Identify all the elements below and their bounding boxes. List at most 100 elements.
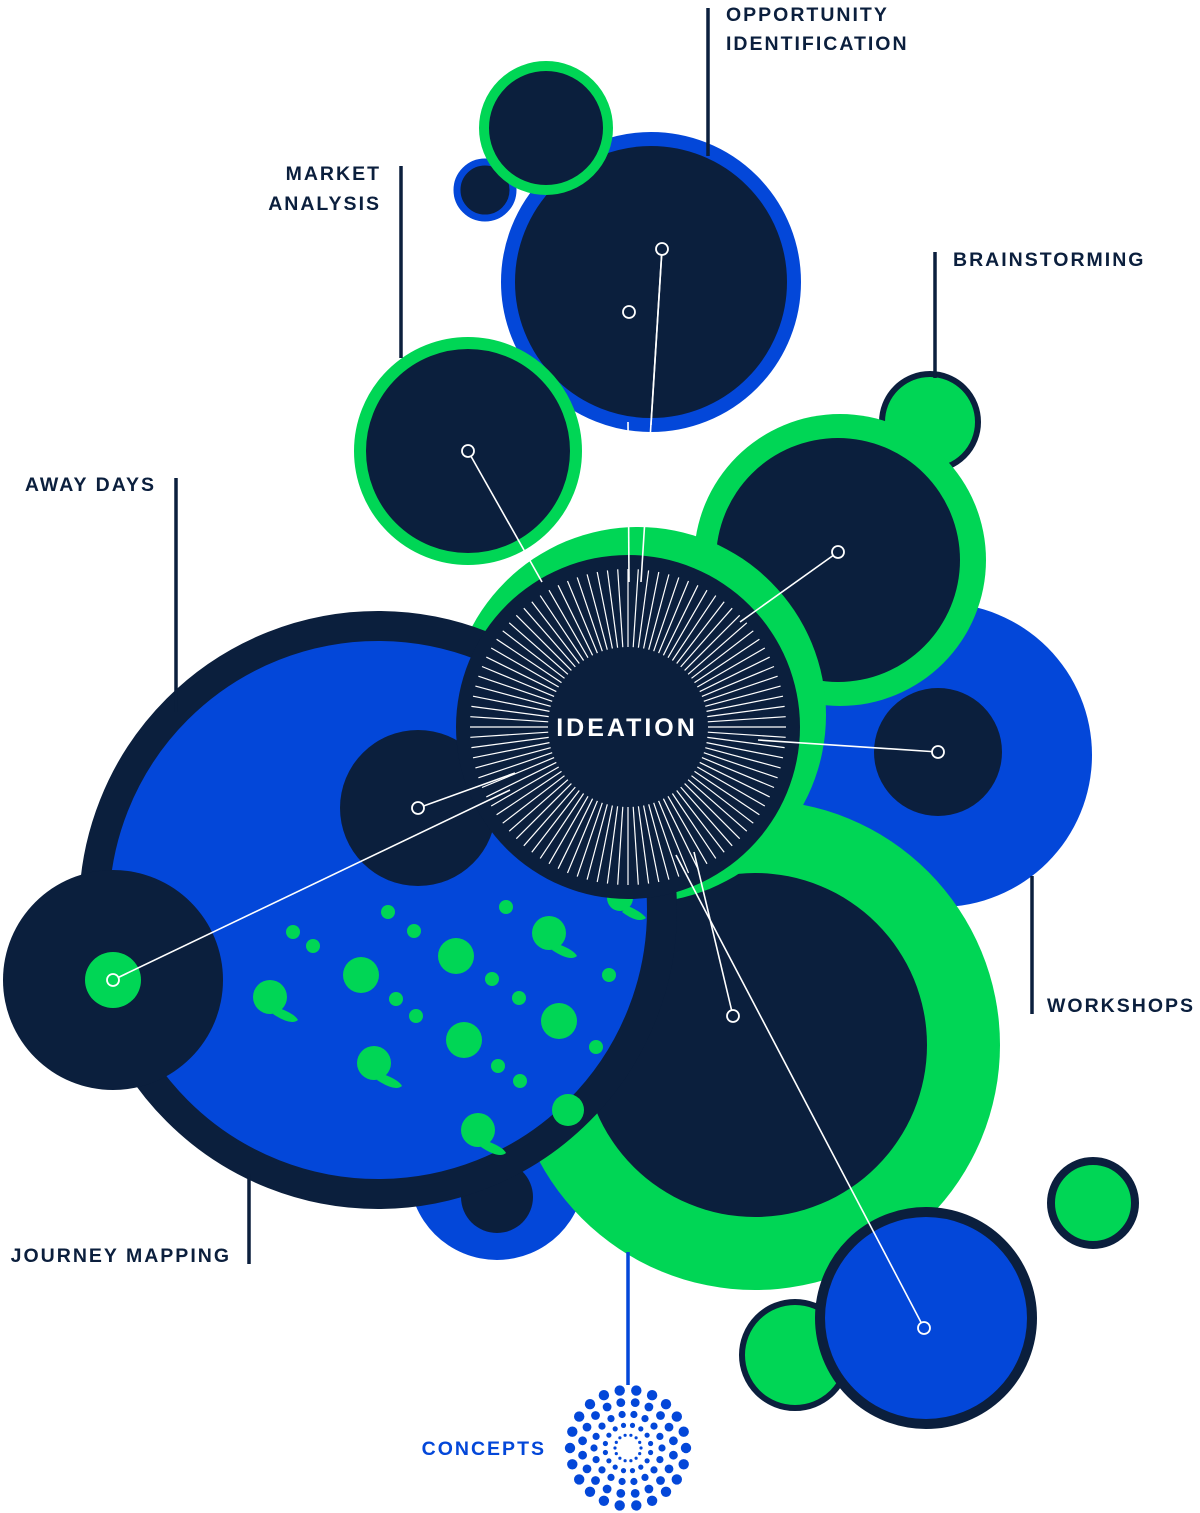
ideation-ray bbox=[643, 805, 660, 883]
concepts-burst-dot bbox=[630, 1489, 640, 1498]
concepts-burst-dot bbox=[669, 1450, 678, 1460]
ideation-ray bbox=[496, 770, 562, 816]
ideation-ray bbox=[696, 647, 766, 688]
ideation-ray bbox=[606, 570, 619, 648]
ideation-ray bbox=[632, 806, 639, 885]
concepts-burst-dot bbox=[644, 1458, 650, 1464]
concepts-burst-dot bbox=[671, 1474, 682, 1485]
ideation-ray bbox=[676, 601, 725, 664]
label-concepts: CONCEPTS bbox=[422, 1438, 546, 1460]
ideation-ray bbox=[486, 656, 557, 693]
concepts-burst-dot bbox=[639, 1446, 643, 1450]
concepts-burst-dot bbox=[644, 1432, 650, 1438]
concepts-burst-dot bbox=[656, 1411, 665, 1420]
concepts-burst-dot bbox=[638, 1426, 644, 1432]
ideation-ray bbox=[531, 601, 580, 664]
ideation-ray bbox=[515, 614, 572, 671]
ideation-ray bbox=[667, 589, 708, 659]
ideation-ray bbox=[696, 766, 766, 807]
node-concepts bbox=[726, 1009, 740, 1023]
ideation-ray bbox=[523, 786, 576, 847]
center-label: IDEATION bbox=[556, 714, 698, 742]
ideation-ray bbox=[617, 569, 624, 648]
ideation-ray bbox=[496, 638, 562, 684]
concepts-burst-dot bbox=[567, 1426, 578, 1437]
ideation-ray bbox=[548, 589, 589, 659]
concepts-burst-dot bbox=[578, 1436, 587, 1446]
concepts-burst-dot bbox=[602, 1440, 609, 1447]
node-opportunity-2 bbox=[622, 305, 636, 319]
concepts-burst-dot bbox=[634, 1456, 638, 1460]
concepts-burst-dot bbox=[631, 1500, 642, 1511]
ideation-ray bbox=[508, 622, 569, 675]
ideation-ray bbox=[707, 716, 786, 723]
concepts-burst-dot bbox=[641, 1415, 649, 1423]
ideation-ray bbox=[508, 779, 569, 832]
concepts-burst-dot bbox=[618, 1436, 622, 1440]
ideation-ray bbox=[478, 675, 553, 702]
concepts-burst-dot bbox=[658, 1444, 666, 1452]
concepts-burst-dot bbox=[584, 1486, 596, 1498]
ideation-ray bbox=[699, 761, 770, 798]
concepts-burst-dot bbox=[680, 1442, 692, 1454]
node-brainstorming bbox=[831, 545, 845, 559]
ideation-ray bbox=[706, 742, 784, 759]
concepts-burst-dot bbox=[656, 1456, 664, 1464]
ideation-ray bbox=[548, 795, 589, 865]
ideation-ray bbox=[606, 806, 619, 884]
concepts-burst-dot bbox=[616, 1489, 626, 1498]
node-market-analysis bbox=[461, 444, 475, 458]
concepts-burst-dot bbox=[648, 1440, 654, 1447]
connector-lines bbox=[112, 248, 939, 1329]
ideation-ray bbox=[705, 685, 781, 707]
ideation-ray bbox=[481, 757, 555, 789]
ideation-ray bbox=[694, 638, 760, 684]
ideation-ray bbox=[687, 779, 748, 832]
concepts-burst-dot bbox=[638, 1440, 642, 1444]
concepts-burst-dot bbox=[656, 1432, 664, 1440]
ideation-ray bbox=[470, 731, 549, 738]
ideation-ray bbox=[648, 574, 670, 650]
concepts-burst-dot bbox=[671, 1411, 682, 1422]
ideation-ray bbox=[667, 795, 708, 865]
concepts-burst-dot bbox=[614, 1385, 625, 1396]
bottom-green-right-circle bbox=[1047, 1157, 1139, 1249]
concepts-burst-dot bbox=[629, 1422, 636, 1428]
concepts-burst-dot bbox=[614, 1452, 618, 1456]
concepts-burst-dot bbox=[598, 1466, 606, 1474]
bottom-blue-circle bbox=[815, 1207, 1037, 1429]
concepts-burst-dot bbox=[614, 1500, 625, 1511]
ideation-ray bbox=[653, 577, 680, 652]
concepts-burst-dot bbox=[660, 1399, 672, 1410]
concepts-burst-dot bbox=[591, 1411, 600, 1420]
concepts-burst-dot bbox=[582, 1464, 592, 1474]
concepts-burst-dot bbox=[656, 1476, 665, 1485]
ideation-ray bbox=[472, 695, 550, 712]
concepts-burst-dot bbox=[650, 1422, 658, 1430]
ideation-ray bbox=[703, 675, 778, 702]
ideation-rays bbox=[470, 569, 786, 885]
concepts-burst-dot bbox=[618, 1410, 626, 1419]
concepts-burst-dot bbox=[664, 1464, 674, 1474]
ideation-ray bbox=[653, 802, 680, 877]
concepts-burst-dot bbox=[582, 1422, 592, 1432]
ideation-ray bbox=[481, 665, 555, 697]
concepts-burst-dot bbox=[644, 1484, 654, 1494]
ideation-ray bbox=[566, 580, 598, 654]
concepts-burst-dot bbox=[606, 1458, 612, 1464]
ideation-ray bbox=[701, 665, 775, 697]
ideation-ray bbox=[658, 800, 690, 874]
ideation-ray bbox=[531, 790, 580, 853]
ideation-ray bbox=[684, 614, 741, 671]
concepts-burst-dot bbox=[614, 1440, 618, 1444]
ideation-ray bbox=[539, 595, 585, 661]
concepts-burst-dot bbox=[592, 1432, 600, 1440]
ideation-ray bbox=[470, 716, 549, 723]
ideation-ray bbox=[662, 585, 699, 656]
concepts-burst-dot bbox=[607, 1473, 615, 1481]
ideation-ray bbox=[515, 783, 572, 840]
concepts-burst-dot bbox=[591, 1476, 600, 1485]
ideation-ray bbox=[691, 775, 754, 824]
concepts-burst-dot bbox=[664, 1422, 674, 1432]
concepts-burst-dot bbox=[584, 1399, 596, 1410]
